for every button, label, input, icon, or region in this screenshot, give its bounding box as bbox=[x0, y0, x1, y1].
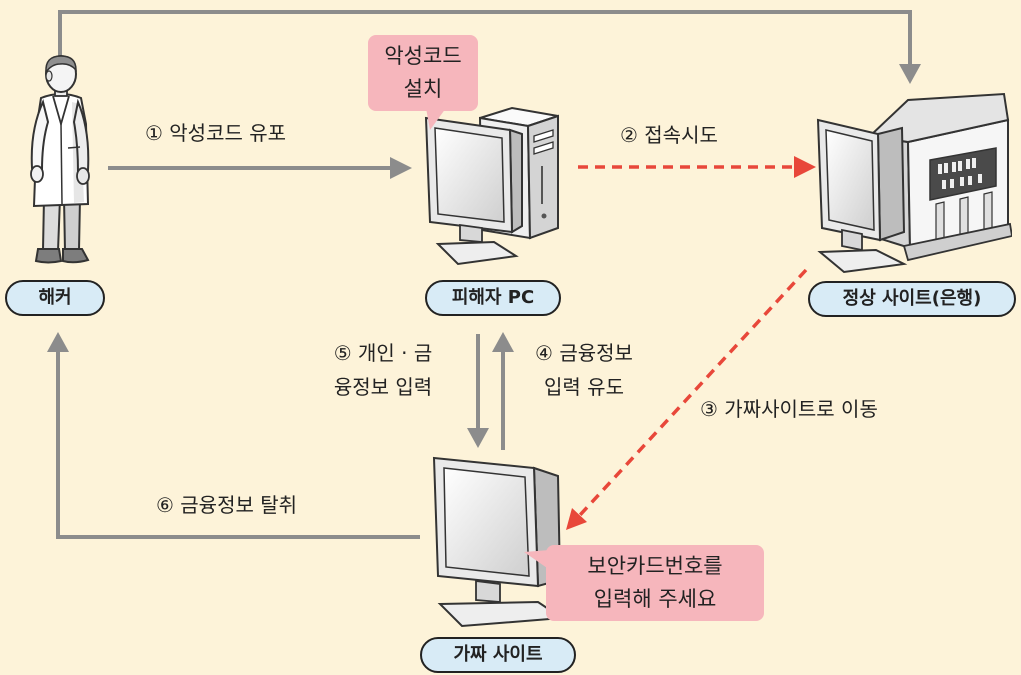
callout-line: 보안카드번호를 bbox=[587, 554, 723, 578]
hacker-shoes bbox=[34, 248, 90, 264]
step4-line: ④ 금융정보 bbox=[535, 341, 633, 365]
monitor-icon bbox=[432, 456, 565, 628]
step5-line: ⑤ 개인 · 금 bbox=[333, 341, 433, 365]
callout-line: 설치 bbox=[403, 77, 443, 101]
security-card-prompt-callout: 보안카드번호를 입력해 주세요 bbox=[546, 545, 764, 621]
step3-arrowhead bbox=[566, 508, 587, 530]
step6-arrowhead bbox=[47, 332, 69, 352]
step1-arrowhead bbox=[390, 157, 412, 179]
hacker-label: 해커 bbox=[5, 280, 105, 316]
malware-install-callout: 악성코드 설치 bbox=[368, 35, 478, 111]
monitor-screen bbox=[434, 127, 505, 223]
step2-arrowhead bbox=[794, 156, 816, 178]
step4-label: ④ 금융정보 입력 유도 bbox=[518, 336, 650, 404]
monitor-base bbox=[437, 600, 565, 628]
hacker-to-bank-arrowhead bbox=[899, 64, 921, 84]
malware-callout-tail bbox=[426, 108, 446, 130]
victim-pc-label: 피해자 PC bbox=[425, 280, 561, 316]
bank-building-icon bbox=[816, 92, 1012, 274]
step5-label: ⑤ 개인 · 금 융정보 입력 bbox=[312, 336, 454, 404]
monitor-stand bbox=[475, 579, 501, 603]
step3-arrow bbox=[578, 268, 808, 517]
legit-site-label: 정상 사이트(은행) bbox=[808, 281, 1016, 317]
step6-arrow bbox=[56, 350, 420, 539]
callout-line: 악성코드 bbox=[384, 44, 462, 68]
step6-label: ⑥ 금융정보 탈취 bbox=[156, 493, 298, 517]
hacker-head bbox=[45, 55, 77, 97]
callout-line: 입력해 주세요 bbox=[593, 587, 717, 611]
monitor-screen bbox=[443, 467, 530, 577]
bank-sign-board bbox=[929, 147, 997, 201]
bank-building bbox=[867, 92, 1012, 262]
step3-label: ③ 가짜사이트로 이동 bbox=[700, 397, 878, 421]
monitor-base bbox=[817, 248, 908, 274]
monitor-screen bbox=[825, 129, 875, 231]
fake-site-label: 가짜 사이트 bbox=[420, 637, 576, 673]
monitor-stand bbox=[841, 228, 863, 252]
desktop-computer-icon bbox=[424, 106, 559, 266]
monitor-stand bbox=[459, 223, 483, 243]
step5-line: 융정보 입력 bbox=[333, 375, 433, 399]
step5-arrowhead bbox=[467, 428, 489, 448]
hacker-figure-icon bbox=[30, 55, 90, 264]
pc-monitor bbox=[424, 116, 523, 266]
hacker-coat bbox=[30, 93, 90, 208]
step4-line: 입력 유도 bbox=[544, 375, 624, 399]
monitor-base bbox=[435, 240, 519, 266]
hacker-to-bank-connector bbox=[58, 10, 912, 66]
step1-label: ① 악성코드 유포 bbox=[145, 121, 287, 145]
security-card-callout-tail bbox=[524, 550, 550, 570]
step2-label: ② 접속시도 bbox=[620, 123, 718, 147]
step4-arrowhead bbox=[492, 332, 514, 352]
bank-monitor bbox=[816, 118, 908, 274]
